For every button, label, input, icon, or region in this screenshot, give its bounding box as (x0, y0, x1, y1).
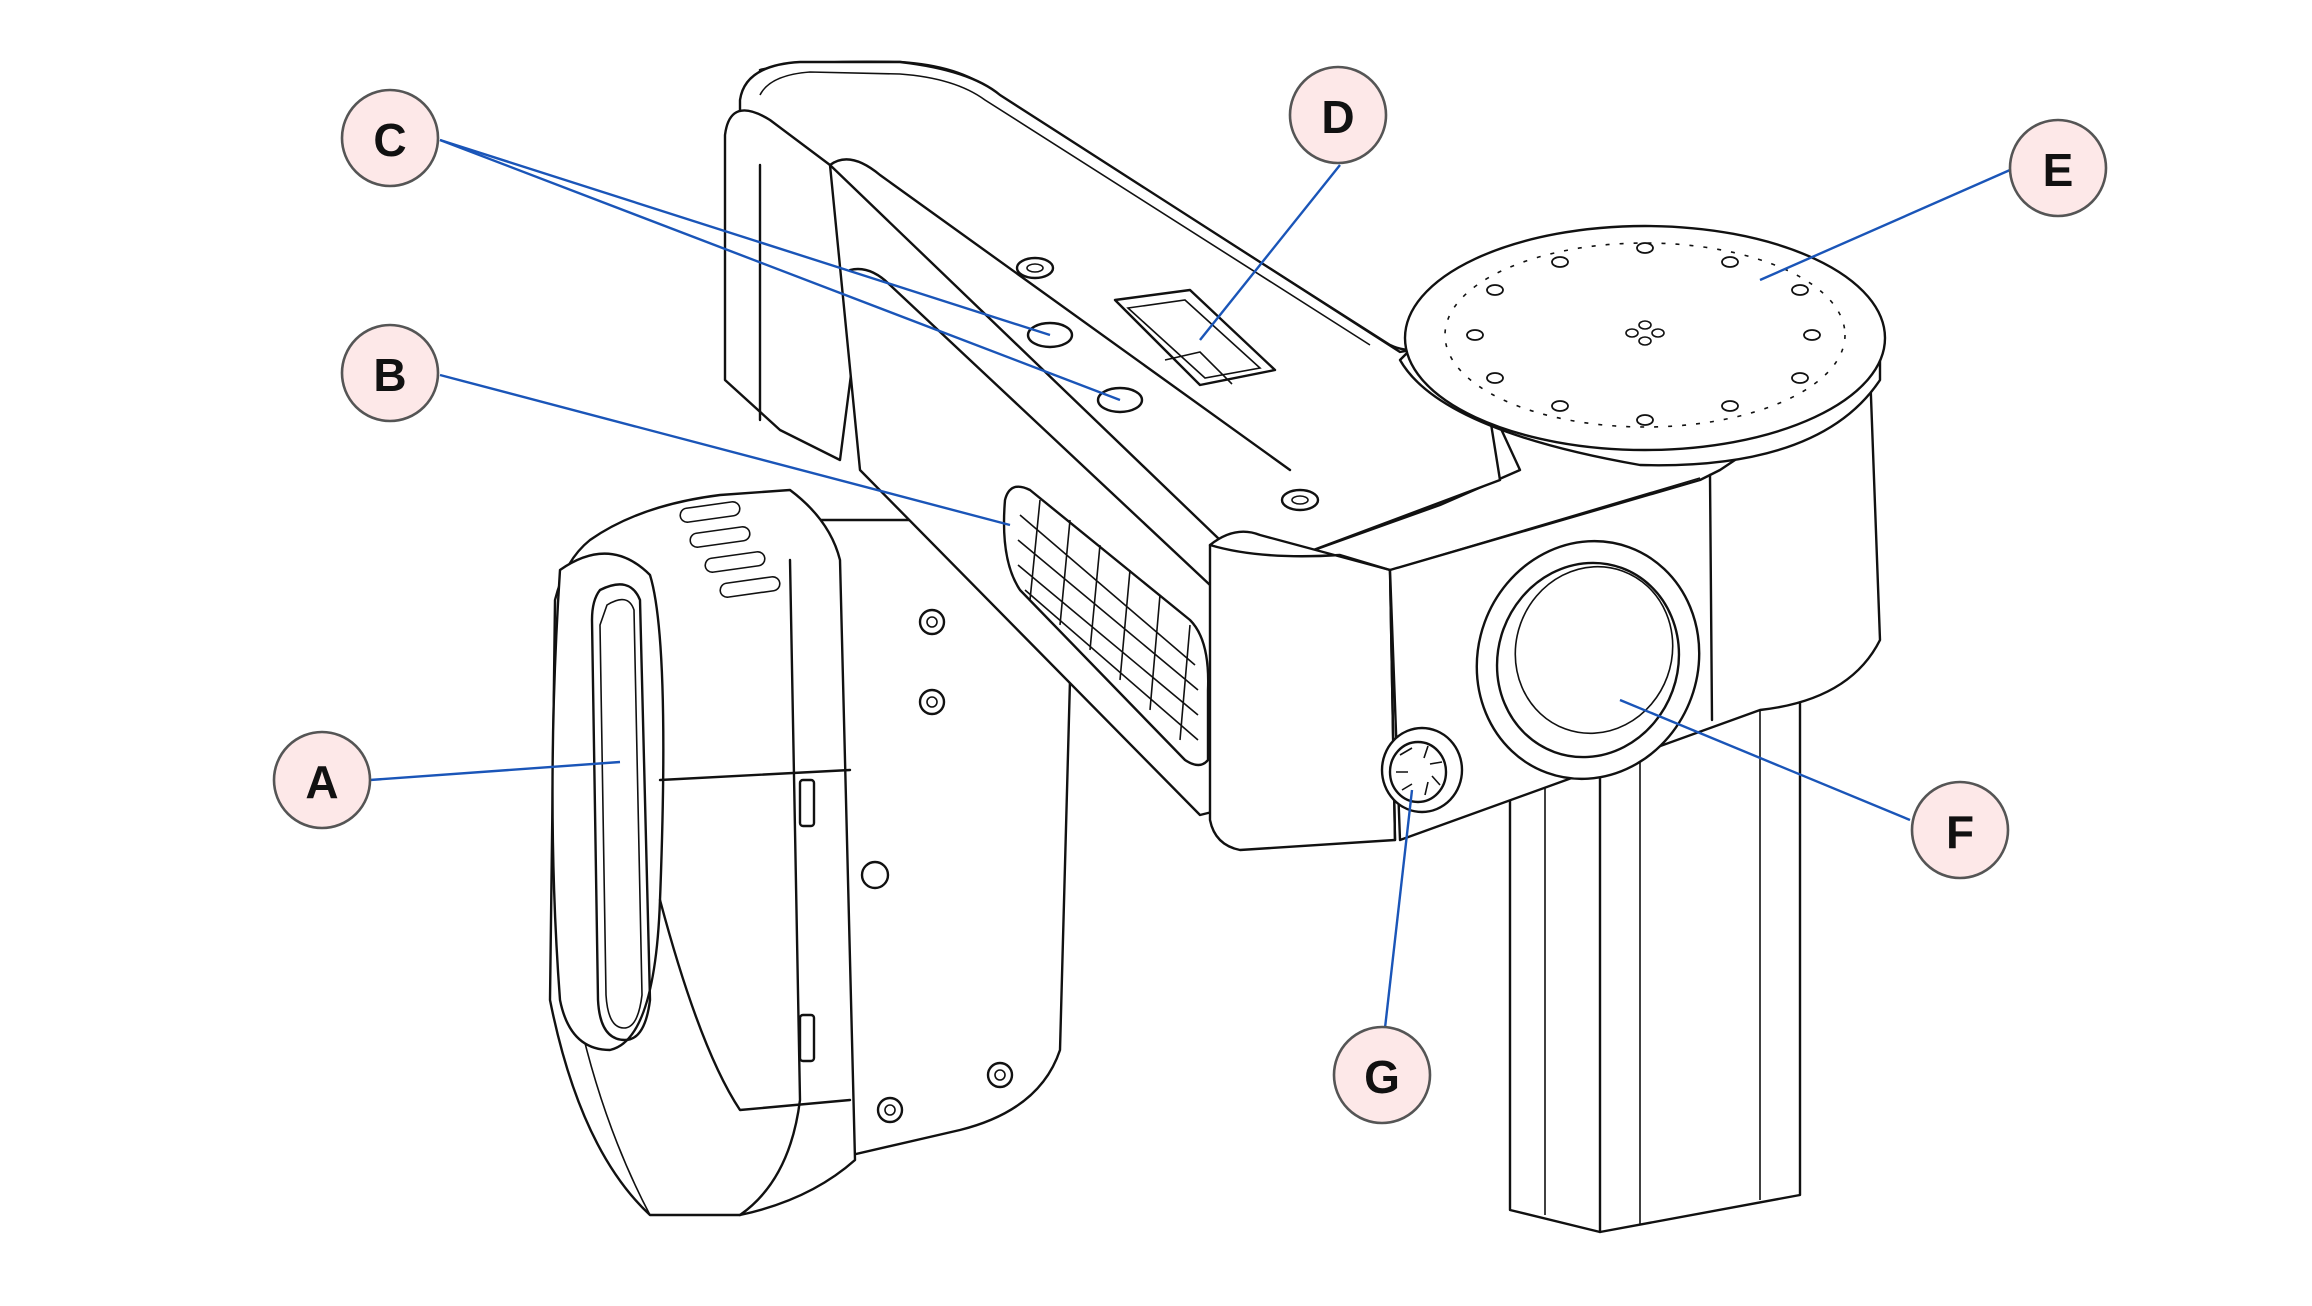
callout-g-label: G (1364, 1051, 1400, 1103)
mounting-holes (1026, 321, 1144, 414)
sensor-module (548, 488, 1072, 1217)
turntable-disc (1398, 224, 1887, 467)
callout-g: G (1332, 1025, 1432, 1125)
rotary-knob (1380, 726, 1464, 814)
leader-f (1619, 698, 1911, 822)
callout-a: A (272, 730, 372, 830)
callout-leaders (369, 138, 2011, 1029)
callout-e: E (2008, 118, 2108, 218)
lens-port (1475, 539, 1701, 781)
callout-a-label: A (305, 756, 338, 808)
callout-d-label: D (1321, 91, 1354, 143)
speaker-grille (1002, 485, 1210, 767)
leader-c2 (439, 138, 1121, 402)
leader-c1 (439, 138, 1051, 337)
leader-b (439, 373, 1011, 527)
disc-outer-holes (1466, 242, 1821, 426)
leader-e (1759, 168, 2011, 282)
connector-slot (1113, 288, 1277, 387)
callout-b-label: B (373, 349, 406, 401)
top-screws (1015, 256, 1320, 512)
disc-center-holes (1625, 320, 1665, 346)
callout-f-label: F (1946, 806, 1974, 858)
callout-f: F (1910, 780, 2010, 880)
callout-c-label: C (373, 114, 406, 166)
callout-c: C (340, 88, 440, 188)
leader-d (1199, 164, 1341, 341)
support-post (1508, 698, 1802, 1234)
leader-g (1383, 789, 1414, 1029)
front-window (590, 583, 652, 1042)
top-vent-slots (679, 500, 781, 599)
leader-a (369, 760, 621, 782)
callout-d: D (1288, 65, 1388, 165)
callout-b: B (340, 323, 440, 423)
main-housing (723, 60, 1882, 852)
callout-e-label: E (2043, 144, 2074, 196)
